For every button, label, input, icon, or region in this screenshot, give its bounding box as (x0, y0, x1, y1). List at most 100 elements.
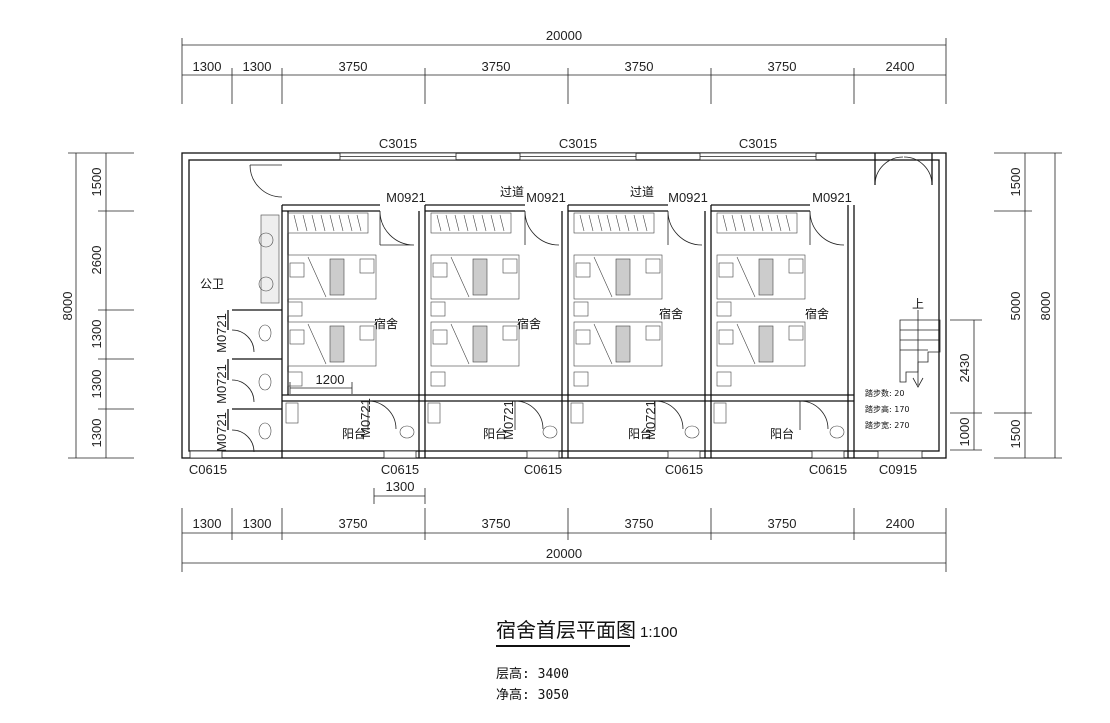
desk (287, 301, 303, 317)
bottom-dim-6: 3750 (768, 516, 797, 531)
bed-pillow (718, 329, 734, 345)
wardrobe-hanger (633, 214, 639, 232)
room-label-dorm-3: 宿舍 (659, 306, 683, 321)
bottom-windows (189, 450, 923, 459)
stair-symbol (899, 310, 941, 388)
right-dim-3: 1500 (1008, 420, 1023, 449)
wardrobe-hanger (776, 214, 782, 232)
wardrobe-hanger (615, 214, 621, 232)
bed-fold-line (450, 323, 470, 365)
stair-step-width-note: 踏步宽: 270 (865, 420, 910, 430)
doors (231, 156, 933, 453)
wardrobe-hanger (597, 214, 603, 232)
bed-blanket (615, 325, 631, 363)
door-label-room-1: M0921 (386, 190, 426, 205)
window-label-top-3: C3015 (739, 136, 777, 151)
wardrobe-hanger (588, 214, 594, 232)
bunk-bed (430, 254, 520, 300)
bunk-bed (716, 321, 806, 367)
bed-fold-line (307, 256, 327, 298)
bed-pillow (432, 329, 448, 345)
interior-walls (227, 153, 933, 458)
bed-blanket (615, 258, 631, 296)
drawing-scale: 1:100 (640, 624, 678, 641)
top-dim-4: 3750 (482, 59, 511, 74)
floor-height-note: 层高: 3400 (496, 666, 569, 682)
stair-steps-note: 踏步数: 20 (865, 388, 904, 398)
wardrobe-hanger (356, 214, 362, 232)
top-total-dim: 20000 (546, 28, 582, 43)
bunk-bed (287, 254, 377, 300)
wardrobe-hanger (445, 214, 451, 232)
wardrobe-hanger (740, 214, 746, 232)
inner-dim-1200: 1200 (316, 372, 345, 387)
room-label-balcony-4: 阳台 (770, 426, 794, 441)
window-label-bottom-5: C0615 (809, 462, 847, 477)
left-total-dim: 8000 (60, 292, 75, 321)
wardrobe-hanger (767, 214, 773, 232)
wardrobe-hanger (490, 214, 496, 232)
wardrobe-hanger (785, 214, 791, 232)
room-label-dorm-1: 宿舍 (374, 316, 398, 331)
window-label-bottom-2: C0615 (381, 462, 419, 477)
top-dim-5: 3750 (625, 59, 654, 74)
wardrobe-hanger (499, 214, 505, 232)
bed-blanket (758, 258, 774, 296)
top-dimension-chain (181, 38, 947, 104)
right-inner-dim-2430: 2430 (957, 354, 972, 383)
corridor-label-1: 过道 (500, 185, 524, 199)
desk (430, 371, 446, 387)
bed-fold-line (593, 323, 613, 365)
door-label-balcony-3: M0721 (643, 400, 658, 440)
room-label-public-toilet: 公卫 (200, 277, 224, 291)
wardrobe-hanger (293, 214, 299, 232)
right-total-dim: 8000 (1038, 292, 1053, 321)
left-dim-4: 1300 (89, 370, 104, 399)
stair-up-label: 上 (912, 297, 924, 311)
room-label-dorm-2: 宿舍 (517, 316, 541, 331)
inner-dim-1300: 1300 (386, 479, 415, 494)
window-label-bottom-3: C0615 (524, 462, 562, 477)
bed-blanket (472, 325, 488, 363)
right-dim-1: 1500 (1008, 168, 1023, 197)
desk (716, 371, 732, 387)
door-label-toilet-3: M0721 (214, 412, 229, 452)
bottom-dim-3: 3750 (339, 516, 368, 531)
desk (573, 301, 589, 317)
wardrobe (716, 212, 798, 234)
bed-blanket (472, 258, 488, 296)
bottom-dim-5: 3750 (625, 516, 654, 531)
wardrobe-hanger (749, 214, 755, 232)
door-label-room-4: M0921 (812, 190, 852, 205)
wardrobe-hanger (731, 214, 737, 232)
room-label-dorm-4: 宿舍 (805, 306, 829, 321)
bed-blanket (329, 258, 345, 296)
wardrobe-hanger (579, 214, 585, 232)
bed-blanket (329, 325, 345, 363)
left-dim-2: 2600 (89, 246, 104, 275)
wardrobe (430, 212, 512, 234)
wardrobe-hanger (606, 214, 612, 232)
bed-ladder (502, 325, 518, 341)
bed-ladder (502, 258, 518, 274)
top-dim-7: 2400 (886, 59, 915, 74)
wardrobe-hanger (329, 214, 335, 232)
wardrobe-hanger (624, 214, 630, 232)
door-label-room-2: M0921 (526, 190, 566, 205)
bed-pillow (575, 329, 591, 345)
public-toilet-fixtures (258, 214, 280, 440)
wardrobe-hanger (436, 214, 442, 232)
balcony-fixtures (285, 402, 845, 439)
door-label-toilet-1: M0721 (214, 313, 229, 353)
bed-pillow (289, 329, 305, 345)
wardrobe-hanger (481, 214, 487, 232)
corridor-label-2: 过道 (630, 185, 654, 199)
door-label-room-3: M0921 (668, 190, 708, 205)
right-inner-dim-1000: 1000 (957, 418, 972, 447)
top-dim-2: 1300 (243, 59, 272, 74)
bed-ladder (788, 258, 804, 274)
bed-fold-line (450, 256, 470, 298)
wardrobe-hanger (338, 214, 344, 232)
bed-ladder (645, 325, 661, 341)
window-label-bottom-4: C0615 (665, 462, 703, 477)
